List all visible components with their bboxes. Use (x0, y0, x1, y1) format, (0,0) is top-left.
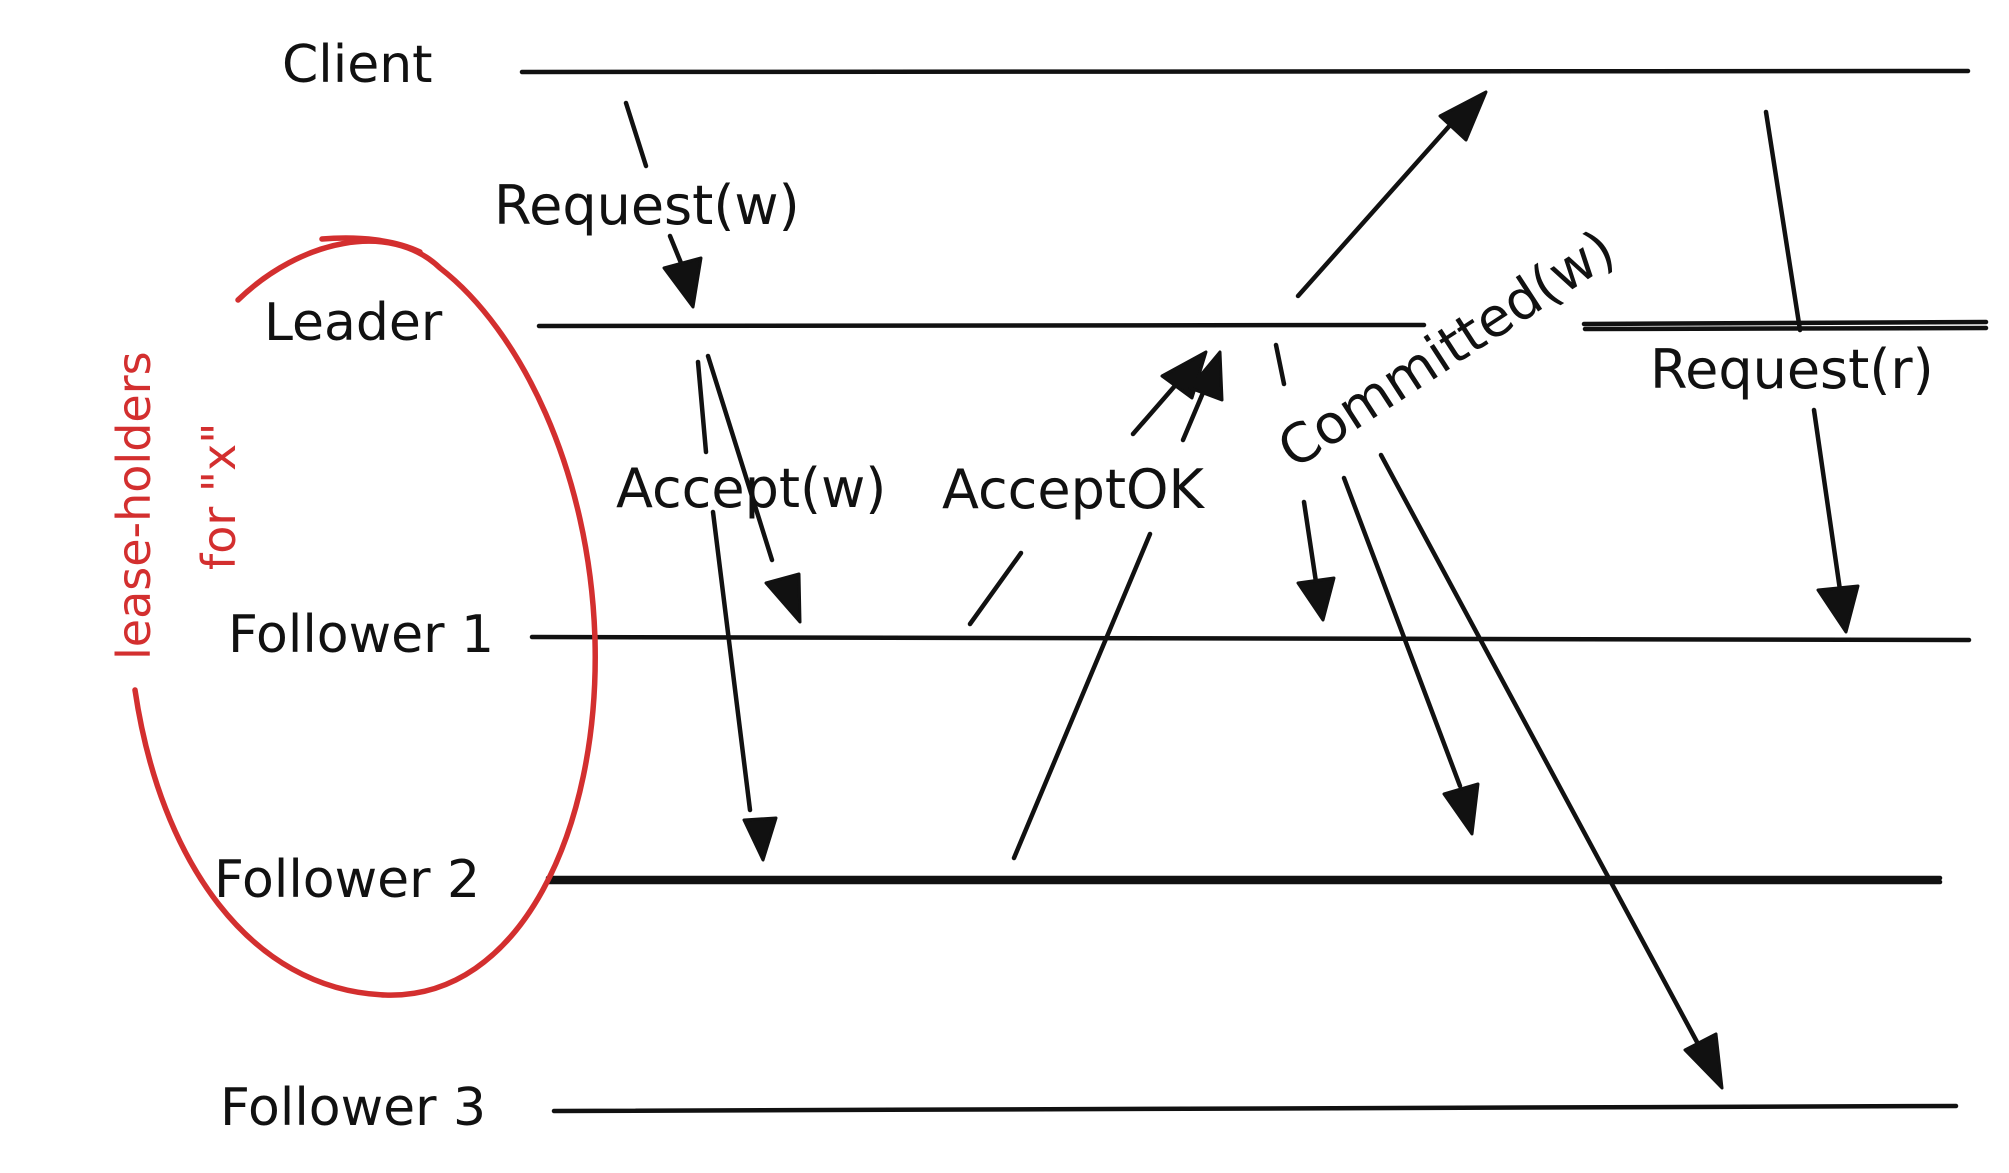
committed-w-label: Committed(w) (1267, 217, 1626, 481)
follower2-label: Follower 2 (214, 850, 480, 910)
client-lifeline (519, 68, 1971, 75)
client-label: Client (282, 35, 433, 95)
accept-w-label: Accept(w) (616, 457, 886, 520)
request-w-label: Request(w) (494, 174, 800, 237)
request-r-arrow (1763, 109, 1860, 634)
committed-w-arrow-client (1295, 90, 1488, 299)
leader-lifeline (536, 319, 1989, 332)
annotation-line1: lease-holders (107, 351, 161, 660)
committed-w-arrow-follower3 (1378, 452, 1724, 1090)
acceptok-label: AcceptOK (942, 458, 1206, 521)
leader-label: Leader (264, 293, 443, 353)
committed-w-arrow-follower2 (1341, 475, 1480, 836)
request-r-label: Request(r) (1650, 338, 1934, 401)
follower3-lifeline (551, 1103, 1959, 1114)
follower1-label: Follower 1 (228, 605, 494, 665)
request-w-arrow (623, 100, 703, 309)
follower3-label: Follower 3 (220, 1078, 486, 1138)
accept-w-arrow-follower1 (705, 353, 802, 624)
follower2-lifeline (545, 875, 1943, 885)
acceptok-arrow-follower2 (1011, 350, 1224, 861)
accept-w-arrow-follower2 (695, 359, 778, 862)
follower1-lifeline (529, 634, 1972, 643)
annotation-line2: for "x" (192, 423, 246, 570)
committed-w-arrow-follower1 (1273, 342, 1336, 622)
lease-holders-ellipse (132, 235, 598, 998)
